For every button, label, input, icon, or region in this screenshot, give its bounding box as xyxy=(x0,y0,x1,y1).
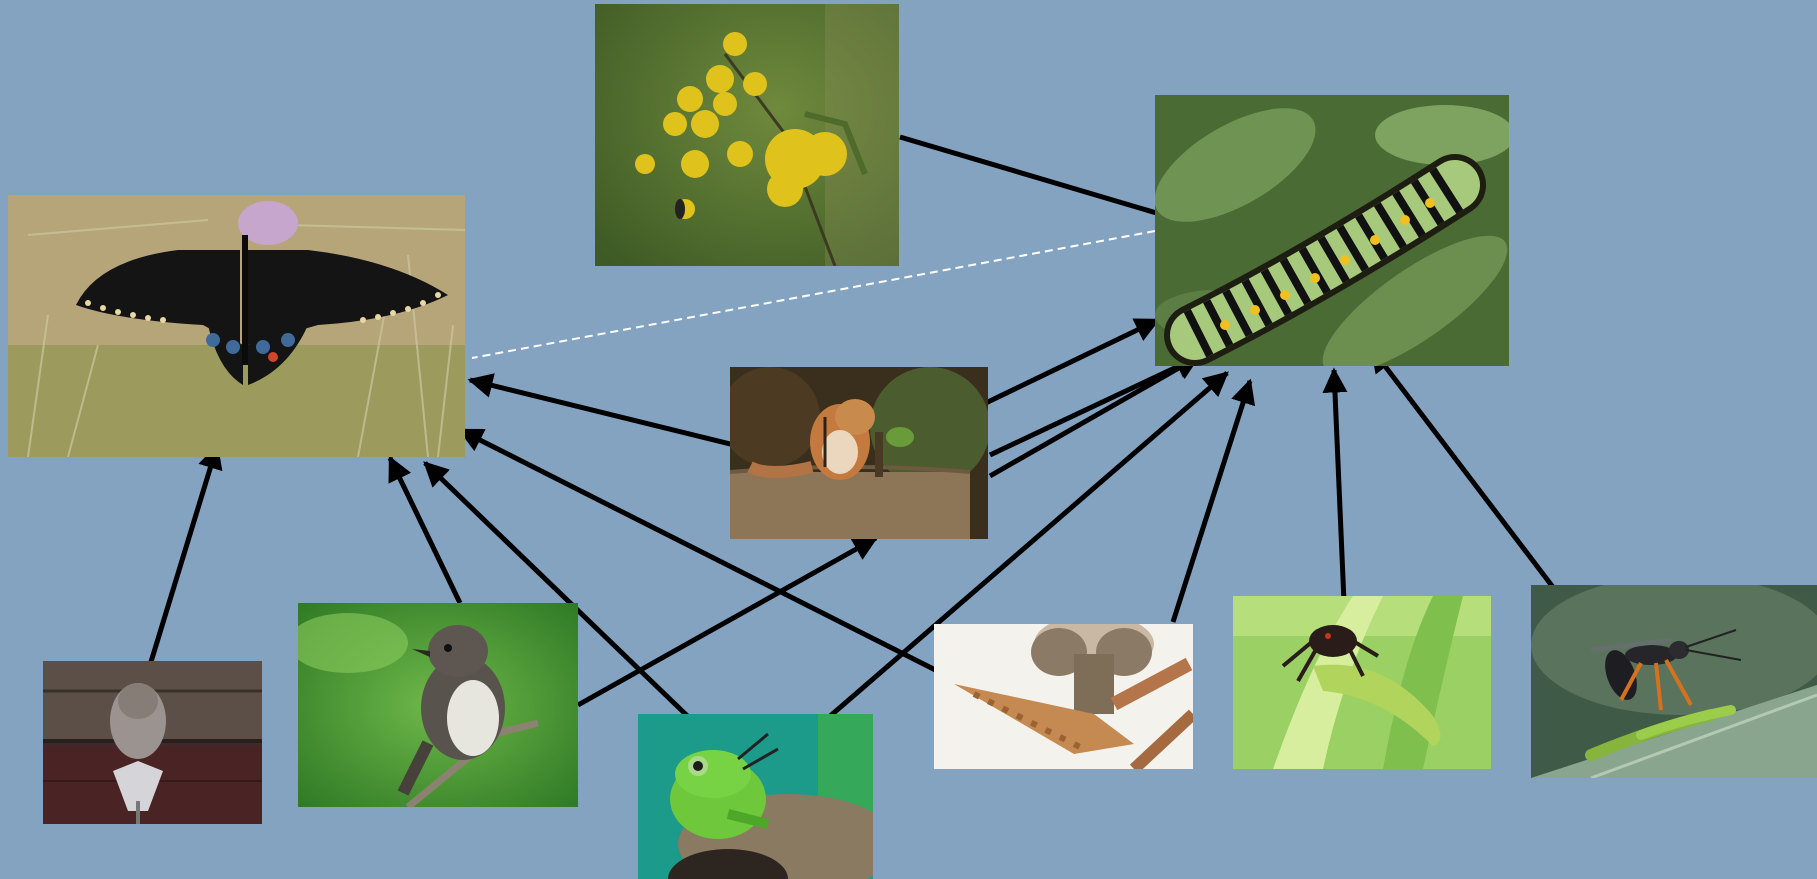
arrow-jumping-spider-to-swallowtail-caterpillar xyxy=(1334,370,1345,625)
black-swallowtail-butterfly-photo xyxy=(8,195,465,457)
phoebe-bird-photo xyxy=(298,603,578,807)
arrow-phoebe-bird-to-black-swallowtail-butterfly xyxy=(390,458,460,603)
arrow-phoebe-bird-to-swallowtail-caterpillar xyxy=(578,538,876,705)
arrow-fennel-flowers-to-swallowtail-caterpillar xyxy=(900,137,1197,225)
robber-fly-photo xyxy=(934,624,1193,769)
fennel-flowers-photo xyxy=(595,4,899,266)
arrow-bat-to-black-swallowtail-butterfly xyxy=(143,446,217,688)
tree-frog-photo xyxy=(638,714,873,879)
arrow-robber-fly-to-swallowtail-caterpillar xyxy=(1173,381,1250,622)
arrow-robber-fly-to-swallowtail-caterpillar xyxy=(990,357,1198,455)
chipmunk-photo xyxy=(730,367,988,539)
jumping-spider-photo xyxy=(1233,596,1491,769)
arrow-parasitic-wasp-to-swallowtail-caterpillar xyxy=(1372,349,1565,603)
swallowtail-caterpillar-photo xyxy=(1155,95,1509,366)
parasitic-wasp-photo xyxy=(1531,585,1817,778)
bat-photo xyxy=(43,661,262,824)
arrow-chipmunk-to-swallowtail-caterpillar xyxy=(990,357,1198,476)
